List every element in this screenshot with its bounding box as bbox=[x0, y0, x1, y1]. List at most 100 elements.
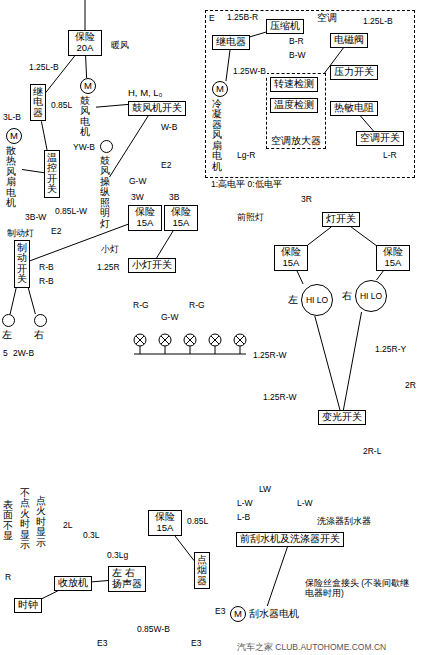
wire-label: E bbox=[208, 13, 216, 23]
wire-label: B-R bbox=[288, 36, 305, 46]
node-text: 冷凝器风扇电机 bbox=[212, 99, 222, 172]
wire-label: G-W bbox=[160, 312, 179, 322]
node-text: 保险 20A bbox=[75, 31, 95, 53]
wire-label: B-W bbox=[288, 50, 307, 60]
node-text: 保险 15A bbox=[383, 246, 403, 268]
wire-label: E3 bbox=[190, 638, 202, 648]
component-box: 空调开关 bbox=[356, 131, 404, 146]
wire-label: 3R bbox=[300, 194, 313, 204]
wire-label: 0.3Lg bbox=[106, 550, 129, 560]
wire-label: E2 bbox=[160, 160, 172, 170]
node-text: 保险 15A bbox=[171, 206, 191, 228]
wire-label: 3L-B bbox=[2, 112, 22, 122]
node-text: 继电器 bbox=[33, 87, 43, 118]
wire-label: Lg-R bbox=[236, 150, 256, 160]
wire-label: 0.85W-B bbox=[136, 624, 171, 634]
node-text: 温度检测 bbox=[274, 99, 314, 110]
fuse-box: 保险 15A bbox=[128, 205, 162, 231]
component-box: 小灯开关 bbox=[128, 258, 176, 273]
wire-label: R-G bbox=[132, 300, 150, 310]
node-text: 制动开关 bbox=[17, 243, 27, 285]
node-text: 灯开关 bbox=[326, 213, 356, 224]
node-text: 保险 15A bbox=[155, 511, 175, 533]
wire-label: 点火时显示 bbox=[36, 496, 46, 548]
node-text: 压力开关 bbox=[334, 66, 374, 77]
wire-label: 前照灯 bbox=[236, 212, 265, 222]
node-text: 收放机 bbox=[58, 577, 88, 588]
wire-label: W-B bbox=[160, 122, 178, 132]
wire-label: 1.25R bbox=[96, 262, 121, 272]
fuse-box: 保险 15A bbox=[376, 245, 410, 271]
component-box: 变光开关 bbox=[318, 410, 366, 425]
node-text: 保险 15A bbox=[135, 206, 155, 228]
node-text: 时钟 bbox=[18, 599, 38, 610]
fuse-box: 保险 15A bbox=[164, 205, 198, 231]
wire-label: 2R bbox=[404, 380, 417, 390]
node-text: 散热风扇电机 bbox=[6, 146, 16, 209]
wire-label: 1.25B-R bbox=[226, 12, 259, 22]
wire-label: 1.25R-W bbox=[252, 350, 288, 360]
wire-label: 洗涤器刮水器 bbox=[316, 516, 372, 526]
node-text: 温控开关 bbox=[47, 153, 57, 195]
wire-label: E2 bbox=[50, 226, 62, 236]
wire-label: 2R-L bbox=[362, 446, 382, 456]
node-text: 压缩机 bbox=[270, 20, 300, 31]
wire-connector bbox=[175, 536, 194, 561]
motor-mark: M bbox=[230, 606, 246, 622]
wire-label: 1.25R-Y bbox=[374, 344, 407, 354]
ground-wire bbox=[240, 346, 241, 354]
wire-connector bbox=[297, 271, 303, 284]
node-text: H, M, L₀ bbox=[128, 87, 163, 98]
wire-label: 2L bbox=[62, 520, 73, 530]
wire-label: 0.85L bbox=[50, 100, 73, 110]
lamp-symbol: 左 bbox=[2, 314, 12, 341]
wire-label: LW bbox=[258, 484, 272, 494]
wire-connector bbox=[110, 116, 149, 177]
component-box: 点烟器 bbox=[194, 552, 210, 589]
wire-label: 0.85L bbox=[186, 516, 209, 526]
fuse-box: 保险 15A bbox=[148, 510, 182, 536]
wire-connector bbox=[86, 56, 87, 78]
component-box: 继电器 bbox=[212, 35, 250, 50]
lamp-symbol bbox=[209, 334, 221, 346]
headlamp-symbol: 左HI LO bbox=[288, 284, 333, 316]
node-text: 电磁阀 bbox=[334, 34, 364, 45]
node-text: 变光开关 bbox=[322, 411, 362, 422]
motor-symbol: M鼓风电机 bbox=[80, 78, 96, 138]
motor-symbol: M散热风扇电机 bbox=[6, 128, 22, 209]
lamp-symbol bbox=[159, 334, 171, 346]
wire-label: R-B bbox=[38, 262, 55, 272]
lamp-symbol: 鼓风操纵照明灯 bbox=[100, 140, 110, 229]
motor-mark: M bbox=[212, 81, 228, 97]
lamp-filament bbox=[136, 336, 144, 344]
lamp-filament bbox=[186, 336, 194, 344]
wire-connector bbox=[10, 288, 16, 314]
wire-connector bbox=[30, 224, 129, 261]
ground-wire bbox=[140, 346, 141, 354]
wire-label: G-W bbox=[128, 176, 147, 186]
node-text: 左 右 bbox=[112, 568, 142, 579]
wire-label: 5 bbox=[2, 348, 9, 358]
node-text: 右 bbox=[34, 329, 44, 340]
ground-bus bbox=[134, 354, 246, 355]
watermark: 汽车之家 CLUB.AUTOHOME.COM.CN bbox=[236, 642, 387, 652]
component-box: 热敏电阻 bbox=[330, 101, 378, 116]
wire-connector bbox=[267, 547, 287, 606]
wire-label: L-W bbox=[296, 498, 314, 508]
component-box: 温控开关 bbox=[44, 150, 60, 198]
lamp-symbol bbox=[234, 334, 246, 346]
wire-label: 1.25W-B bbox=[232, 66, 267, 76]
wire-connector bbox=[42, 591, 58, 599]
wire-label: R-B bbox=[38, 276, 55, 286]
fuse-box: 保险 15A bbox=[274, 245, 308, 271]
component-box: 继电器 bbox=[30, 84, 46, 121]
wire-connector bbox=[250, 32, 266, 37]
component-box: 制动开关 bbox=[14, 240, 30, 288]
component-box: 电磁阀 bbox=[330, 33, 368, 48]
wire-label: R bbox=[4, 572, 12, 582]
lamp-symbol: 右 bbox=[34, 314, 44, 341]
wire-label: 小灯 bbox=[100, 244, 120, 254]
wire-connector bbox=[315, 316, 340, 410]
wire-label: R-G bbox=[188, 300, 206, 310]
